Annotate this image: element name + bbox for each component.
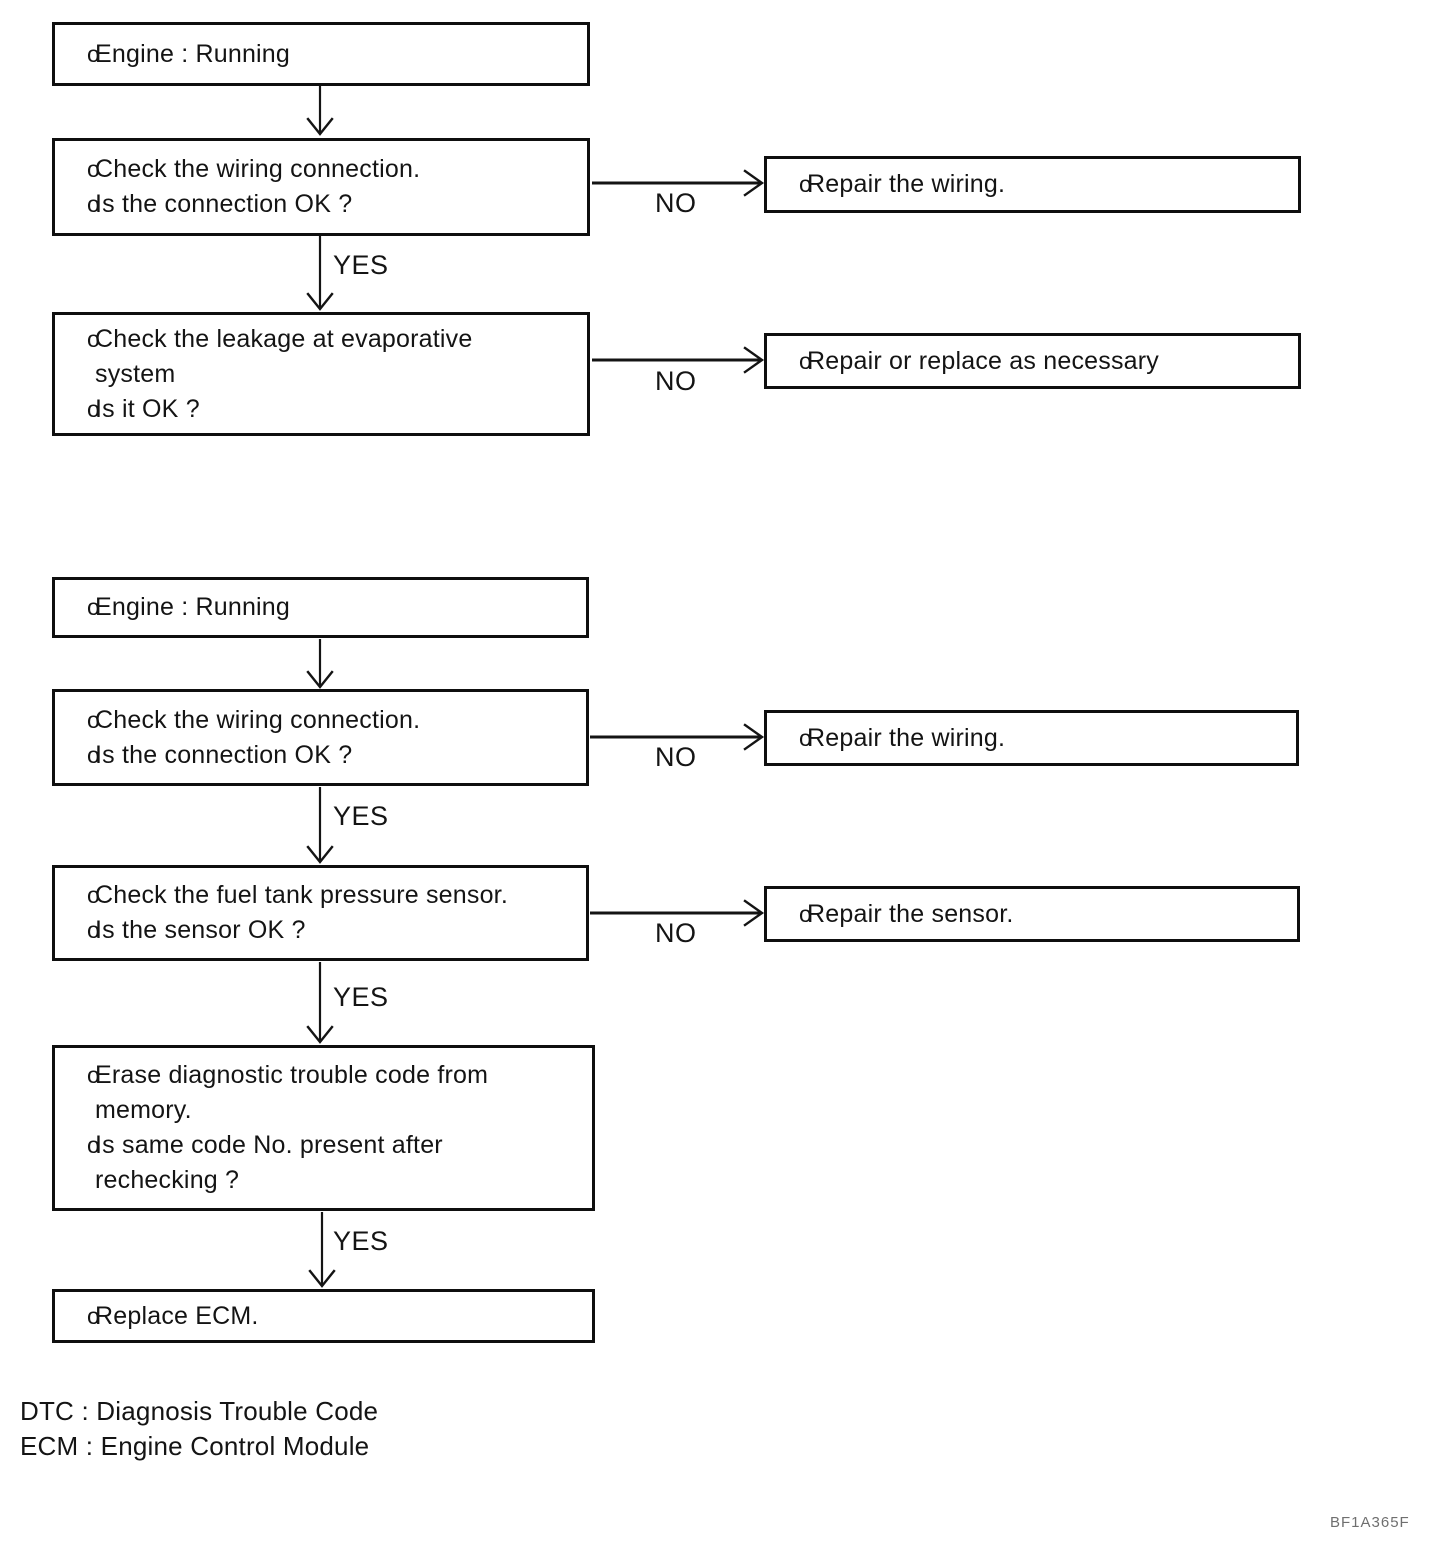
step-text-continuation: memory. [95, 1096, 192, 1124]
bullet-marker: o [87, 40, 100, 67]
step-text: Is the connection OK ? [95, 740, 353, 769]
flow1-decision-check-wiring: o Check the wiring connection. o Is the … [52, 138, 590, 236]
arrow-flow2-yes-to-replace-ecm [308, 1212, 336, 1288]
step-text: Is the sensor OK ? [95, 916, 306, 944]
bullet-marker: o [87, 325, 100, 352]
bullet-spacer [55, 357, 95, 392]
flow2-yes-label-1: YES [333, 801, 389, 831]
bullet-spacer [55, 1163, 95, 1198]
arrow-flow1-yes-to-check-leakage [306, 236, 334, 311]
step-text: Check the fuel tank pressure sensor. [95, 881, 508, 909]
flow1-decision-check-leakage: o Check the leakage at evaporative syste… [52, 312, 590, 436]
flow2-yes-label-3: YES [333, 1226, 389, 1256]
bullet-marker: o [87, 917, 100, 943]
legend-dtc: DTC : Diagnosis Trouble Code [20, 1396, 379, 1426]
step-text: Check the wiring connection. [95, 155, 421, 183]
arrow-flow1-engine-to-check-wiring [306, 86, 334, 136]
bullet-marker: o [87, 191, 100, 217]
bullet-marker: o [87, 594, 100, 620]
step-text: Repair or replace as necessary [807, 346, 1159, 375]
step-text-continuation: system [95, 359, 176, 388]
step-text: Is same code No. present after [95, 1131, 443, 1159]
flow2-decision-check-fuel-tank-pressure-sensor: o Check the fuel tank pressure sensor. o… [52, 865, 589, 961]
bullet-marker: o [87, 741, 100, 768]
bullet-spacer [55, 1093, 95, 1128]
flow2-decision-check-wiring: o Check the wiring connection. o Is the … [52, 689, 589, 786]
arrow-flow2-yes-to-check-sensor [306, 787, 334, 864]
bullet-marker: o [87, 395, 100, 422]
flow1-no-label-2: NO [655, 366, 697, 396]
flow2-action-repair-wiring: o Repair the wiring. [764, 710, 1299, 766]
step-text: Erase diagnostic trouble code from [95, 1061, 489, 1089]
flow2-action-repair-sensor: o Repair the sensor. [764, 886, 1300, 942]
step-text: Is the connection OK ? [95, 190, 353, 218]
flow2-no-label-2: NO [655, 918, 697, 948]
bullet-marker: o [87, 882, 100, 908]
step-text: Check the leakage at evaporative [95, 324, 473, 353]
flow1-action-repair-or-replace: o Repair or replace as necessary [764, 333, 1301, 389]
flow2-step-engine-running: o Engine : Running [52, 577, 589, 638]
legend-ecm: ECM : Engine Control Module [20, 1431, 370, 1461]
flow2-yes-label-2: YES [333, 982, 389, 1012]
step-text: Engine : Running [95, 39, 291, 68]
flow2-action-replace-ecm: o Replace ECM. [52, 1289, 595, 1343]
flow2-decision-erase-dtc: o Erase diagnostic trouble code from mem… [52, 1045, 595, 1211]
flow1-yes-label-1: YES [333, 250, 389, 280]
flow1-action-repair-wiring: o Repair the wiring. [764, 156, 1301, 213]
step-text-continuation: rechecking ? [95, 1166, 240, 1194]
bullet-marker: o [87, 1302, 100, 1329]
step-text: Repair the wiring. [807, 723, 1006, 752]
bullet-marker: o [87, 1132, 100, 1158]
bullet-marker: o [87, 156, 100, 182]
bullet-marker: o [799, 171, 812, 197]
step-text: Replace ECM. [95, 1301, 259, 1330]
bullet-marker: o [87, 1062, 100, 1088]
step-text: Repair the sensor. [807, 899, 1014, 928]
arrow-flow2-engine-to-check-wiring [306, 639, 334, 689]
step-text: Engine : Running [95, 593, 291, 621]
step-text: Repair the wiring. [807, 170, 1006, 198]
bullet-marker: o [799, 347, 812, 374]
flow2-no-label-1: NO [655, 742, 697, 772]
bullet-marker: o [87, 706, 100, 733]
step-text: Check the wiring connection. [95, 705, 421, 734]
figure-code: BF1A365F [1330, 1514, 1410, 1531]
flow1-no-label-1: NO [655, 188, 697, 218]
arrow-flow2-yes-to-erase-dtc [306, 962, 334, 1044]
flow1-step-engine-running: o Engine : Running [52, 22, 590, 86]
bullet-marker: o [799, 724, 812, 751]
bullet-marker: o [799, 900, 812, 927]
step-text: Is it OK ? [95, 394, 200, 423]
